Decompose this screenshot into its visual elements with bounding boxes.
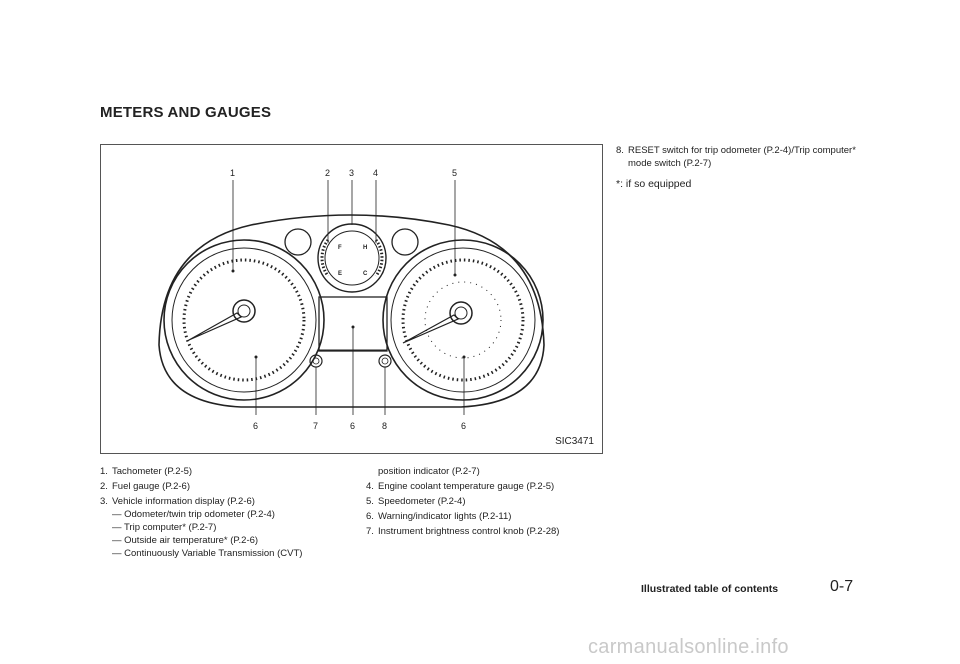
legend-column-middle: position indicator (P.2-7) 4. Engine coo… (366, 465, 606, 540)
footnote: *: if so equipped (616, 178, 692, 190)
list-item: 1. Tachometer (P.2-5) (100, 465, 350, 478)
callout-6a: 6 (253, 421, 258, 431)
tachometer (163, 239, 325, 401)
item-text: Instrument brightness control knob (P.2-… (378, 526, 560, 537)
watermark: carmanualsonline.info (588, 636, 789, 658)
item-text: Speedometer (P.2-4) (378, 496, 466, 507)
section-heading: METERS AND GAUGES (100, 104, 272, 121)
legend-column-left: 1. Tachometer (P.2-5) 2. Fuel gauge (P.2… (100, 465, 350, 560)
item-number: 6. (366, 511, 374, 522)
callout-leaders (232, 180, 465, 415)
sub-item: — Odometer/twin trip odometer (P.2-4) (112, 509, 275, 520)
reset-switch-knob (378, 354, 392, 368)
list-item: 8. RESET switch for trip odometer (P.2-4… (616, 144, 856, 170)
list-item: 4. Engine coolant temperature gauge (P.2… (366, 480, 606, 493)
item-text: RESET switch for trip odometer (P.2-4)/T… (628, 145, 856, 169)
list-item: 5. Speedometer (P.2-4) (366, 495, 606, 508)
list-item: 3. Vehicle information display (P.2-6) (100, 495, 350, 508)
sub-item: — Continuously Variable Transmission (CV… (112, 548, 303, 559)
fuel-empty-label: E (338, 271, 342, 277)
right-upper-indicator (391, 228, 419, 256)
item-text: Tachometer (P.2-5) (112, 466, 193, 477)
item-number: 4. (366, 481, 374, 492)
callout-7: 7 (313, 421, 318, 431)
item-text: Engine coolant temperature gauge (P.2-5) (378, 481, 555, 492)
item-text: Vehicle information display (P.2-6) (112, 496, 255, 507)
list-item: 6. Warning/indicator lights (P.2-11) (366, 510, 606, 523)
list-item: 2. Fuel gauge (P.2-6) (100, 480, 350, 493)
item-number: 1. (100, 466, 108, 477)
list-item: 7. Instrument brightness control knob (P… (366, 525, 606, 538)
fuel-temperature-gauge: F E H C (317, 223, 387, 293)
legend-column-right: 8. RESET switch for trip odometer (P.2-4… (616, 144, 856, 191)
left-upper-indicator (284, 228, 312, 256)
callout-2: 2 (325, 168, 330, 178)
temp-cold-label: C (363, 271, 368, 277)
temp-hot-label: H (363, 245, 367, 251)
item-number: 5. (366, 496, 374, 507)
instrument-cluster-diagram: F E H C 1 2 3 4 (158, 168, 545, 431)
page-number: 0-7 (830, 578, 854, 595)
item-continuation: position indicator (P.2-7) (378, 466, 480, 477)
item-number: 8. (616, 145, 624, 156)
sub-item: — Outside air temperature* (P.2-6) (112, 535, 259, 546)
item-number: 3. (100, 496, 108, 507)
instrument-cluster-figure: F E H C 1 2 3 4 (100, 144, 603, 454)
speedometer (382, 239, 544, 401)
callout-6b: 6 (350, 421, 355, 431)
figure-code: SIC3471 (555, 436, 594, 447)
item-number: 7. (366, 526, 374, 537)
cluster-housing (158, 214, 545, 408)
callout-6c: 6 (461, 421, 466, 431)
callout-8: 8 (382, 421, 387, 431)
callout-4: 4 (373, 168, 378, 178)
footer-section-title: Illustrated table of contents (641, 583, 779, 595)
callout-3: 3 (349, 168, 354, 178)
item-text: Warning/indicator lights (P.2-11) (378, 511, 512, 522)
callout-1: 1 (230, 168, 235, 178)
sub-item: — Trip computer* (P.2-7) (112, 522, 217, 533)
item-text: Fuel gauge (P.2-6) (112, 481, 190, 492)
callout-5: 5 (452, 168, 457, 178)
item-number: 2. (100, 481, 108, 492)
fuel-full-label: F (338, 245, 342, 251)
